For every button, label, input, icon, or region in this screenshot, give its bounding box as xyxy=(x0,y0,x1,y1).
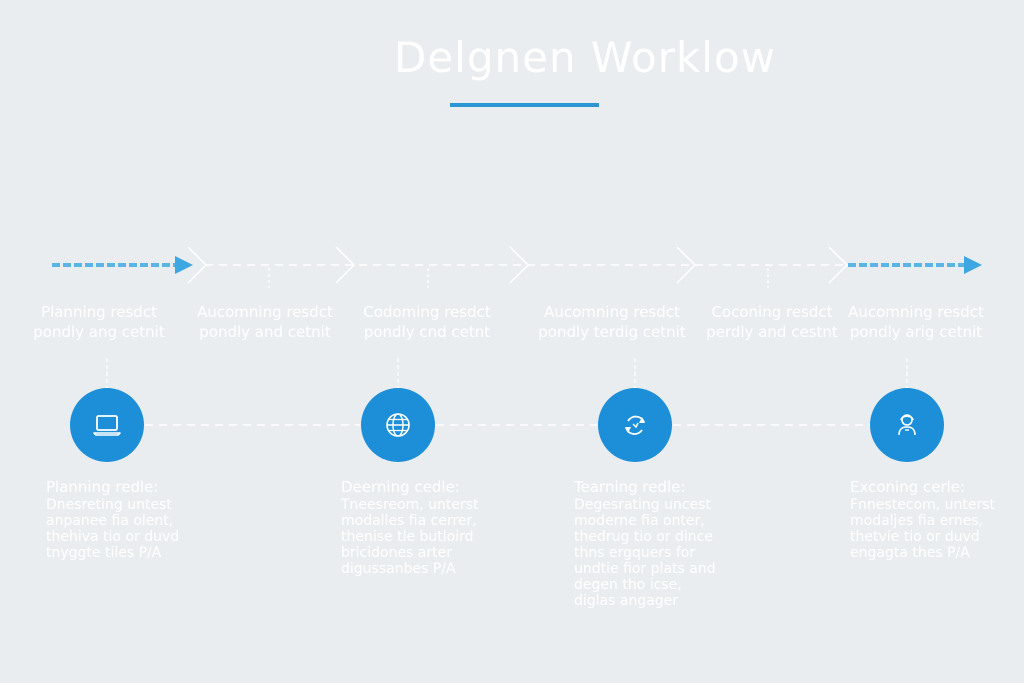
node-title: Tearning redle: xyxy=(574,478,686,496)
stage-label: Aucomning resdct pondly and cetnit xyxy=(197,303,333,341)
timeline-end-arrowhead xyxy=(964,256,982,274)
node-title: Deerning cedle: xyxy=(341,478,460,496)
node-title: Exconing cerle: xyxy=(850,478,966,496)
node-description: Dnesreting untest anpanee fia olent, the… xyxy=(46,497,180,561)
node-description: Degesrating uncest moderne fia onter, th… xyxy=(574,497,716,609)
timeline-chevron xyxy=(187,246,208,284)
node-text-tearning: Tearning redle: Degesrating uncest moder… xyxy=(574,479,724,609)
diagram-title: Delgnen Worklow xyxy=(393,33,776,82)
node-circle-globe xyxy=(361,388,435,462)
stage-label: Aucomning resdct pondly arig cetnit xyxy=(848,303,984,341)
node-text-exconing: Exconing cerle: Fnnestecom, unterst moda… xyxy=(850,479,1000,561)
node-circle-user xyxy=(870,388,944,462)
stage-label: Aucomning resdct pondly terdig cetnit xyxy=(538,303,686,341)
node-text-planning: Planning redle: Dnesreting untest anpane… xyxy=(46,479,196,561)
laptop-icon xyxy=(93,415,121,436)
stage-label: Coconing resdct perdly and cestnt xyxy=(706,303,838,341)
node-description: Fnnestecom, unterst modaljes fia ernes, … xyxy=(850,497,995,561)
node-circle-cycle xyxy=(598,388,672,462)
stage-label: Codoming resdct pondly cnd cetnt xyxy=(363,303,491,341)
stage-label: Planning resdct pondly ang cetnit xyxy=(33,303,165,341)
node-circle-planning xyxy=(70,388,144,462)
user-support-icon xyxy=(898,414,916,436)
timeline-start-arrowhead xyxy=(175,256,193,274)
timeline-chevron xyxy=(828,246,849,284)
timeline-chevron xyxy=(509,246,530,284)
title-underline xyxy=(450,103,599,107)
globe-icon xyxy=(386,413,410,437)
node-description: Tneesreom, unterst modalles fia cerrer, … xyxy=(341,497,479,577)
node-text-deerning: Deerning cedle: Tneesreom, unterst modal… xyxy=(341,479,491,577)
timeline-chevron xyxy=(676,246,697,284)
refresh-cycle-icon xyxy=(625,415,645,435)
timeline-chevron xyxy=(335,246,356,284)
node-title: Planning redle: xyxy=(46,478,159,496)
